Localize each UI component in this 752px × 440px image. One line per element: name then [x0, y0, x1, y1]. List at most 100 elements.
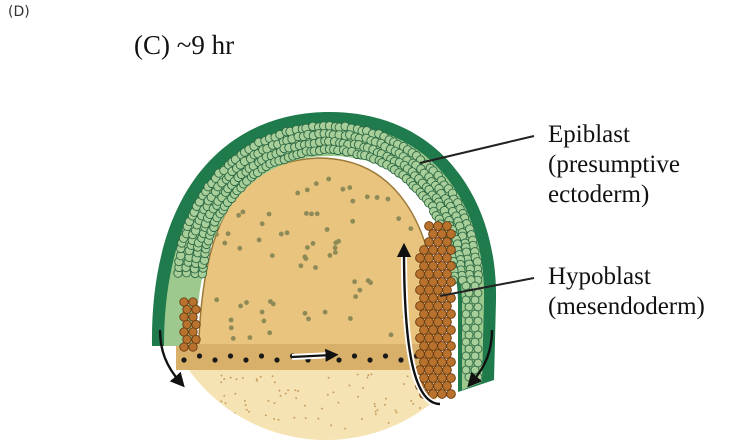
yolk-speckle — [294, 389, 296, 391]
yolk-nucleus — [350, 199, 355, 204]
yolk-nucleus — [237, 246, 242, 251]
hypoblast-cell — [443, 350, 452, 359]
yolk-speckle — [337, 402, 339, 404]
hypoblast-cell — [420, 246, 429, 255]
hypoblast-cell — [425, 286, 434, 295]
hypoblast-cell — [438, 262, 447, 271]
hypoblast-cell — [416, 350, 425, 359]
ysl-nucleus — [243, 357, 248, 362]
yolk-nucleus — [352, 279, 357, 284]
hypoblast-cell — [447, 358, 456, 367]
yolk-speckle — [362, 387, 364, 389]
hypoblast-cell — [447, 230, 456, 239]
ysl-nucleus — [383, 353, 388, 358]
hypoblast-cell — [434, 222, 443, 231]
hypoblast-cell — [447, 246, 456, 255]
hypoblast-cell — [416, 286, 425, 295]
yolk-speckle — [384, 404, 386, 406]
hypoblast-cell — [425, 222, 434, 231]
hypoblast-cell — [425, 302, 434, 311]
yolk-nucleus — [323, 310, 328, 315]
hypoblast-cell — [434, 366, 443, 375]
hypoblast-cell — [420, 294, 429, 303]
hypoblast-cell — [425, 254, 434, 263]
hypoblast-cell — [416, 302, 425, 311]
yolk-nucleus — [333, 250, 338, 255]
yolk-speckle — [305, 417, 307, 419]
yolk-nucleus — [231, 336, 236, 341]
yolk-speckle — [278, 419, 280, 421]
yolk-speckle — [419, 407, 421, 409]
ysl-nucleus — [212, 357, 217, 362]
yolk-speckle — [330, 424, 332, 426]
yolk-speckle — [285, 393, 287, 395]
hypoblast-cell — [443, 222, 452, 231]
yolk-nucleus — [268, 299, 273, 304]
yolk-nucleus — [260, 221, 265, 226]
yolk-nucleus — [365, 194, 370, 199]
yolk-nucleus — [267, 330, 272, 335]
hypoblast-cell — [438, 246, 447, 255]
yolk-nucleus — [305, 245, 310, 250]
hypoblast-cell — [447, 342, 456, 351]
yolk-speckle — [274, 402, 276, 404]
yolk-speckle — [375, 411, 377, 413]
ysl-nucleus — [181, 357, 186, 362]
yolk-speckle — [272, 375, 274, 377]
yolk-speckle — [395, 410, 397, 412]
yolk-speckle — [245, 404, 247, 406]
hypoblast-cell — [420, 358, 429, 367]
hypoblast-cell — [443, 382, 452, 391]
yolk-nucleus — [241, 210, 246, 215]
yolk-speckle — [357, 396, 359, 398]
hypoblast-cell — [447, 374, 456, 383]
yolk-speckle — [265, 414, 267, 416]
hypoblast-cell — [438, 358, 447, 367]
yolk-speckle — [295, 397, 297, 399]
yolk-nucleus — [341, 187, 346, 192]
yolk-speckle — [377, 409, 379, 411]
hypoblast-cell — [420, 342, 429, 351]
hypoblast-cell — [425, 382, 434, 391]
yolk-nucleus — [328, 253, 333, 258]
yolk-nucleus — [295, 191, 300, 196]
hypoblast-cell — [416, 334, 425, 343]
yolk-nucleus — [309, 212, 314, 217]
hypoblast-cell — [420, 262, 429, 271]
hypoblast-cell — [438, 310, 447, 319]
ysl-nucleus — [259, 353, 264, 358]
yolk-nucleus — [260, 310, 265, 315]
yolk-speckle — [223, 378, 225, 380]
yolk-speckle — [225, 402, 227, 404]
yolk-speckle — [221, 375, 223, 377]
yolk-nucleus — [358, 288, 363, 293]
hypoblast-cell — [438, 374, 447, 383]
yolk-speckle — [220, 400, 222, 402]
hypoblast-cell — [447, 262, 456, 271]
yolk-nucleus — [214, 297, 219, 302]
hypoblast-cell — [429, 278, 438, 287]
hypoblast-cell — [425, 270, 434, 279]
yolk-nucleus — [222, 241, 227, 246]
hypoblast-cell — [447, 310, 456, 319]
yolk-nucleus — [267, 212, 272, 217]
hypoblast-cell — [429, 374, 438, 383]
yolk-nucleus — [262, 319, 267, 324]
yolk-speckle — [223, 395, 225, 397]
yolk-speckle — [248, 411, 250, 413]
yolk-speckle — [410, 426, 412, 428]
yolk-nucleus — [303, 311, 308, 316]
hypoblast-cell — [420, 278, 429, 287]
yolk-speckle — [388, 422, 390, 424]
hypoblast-cell — [434, 334, 443, 343]
yolk-speckle — [349, 385, 351, 387]
yolk-nucleus — [248, 335, 253, 340]
yolk-nucleus — [238, 304, 243, 309]
hypoblast-cell — [438, 326, 447, 335]
yolk-speckle — [242, 377, 244, 379]
hypoblast-right — [416, 222, 456, 399]
hypoblast-cell — [420, 310, 429, 319]
hypoblast-cell — [443, 238, 452, 247]
yolk-nucleus — [396, 216, 401, 221]
hypoblast-cell — [434, 254, 443, 263]
